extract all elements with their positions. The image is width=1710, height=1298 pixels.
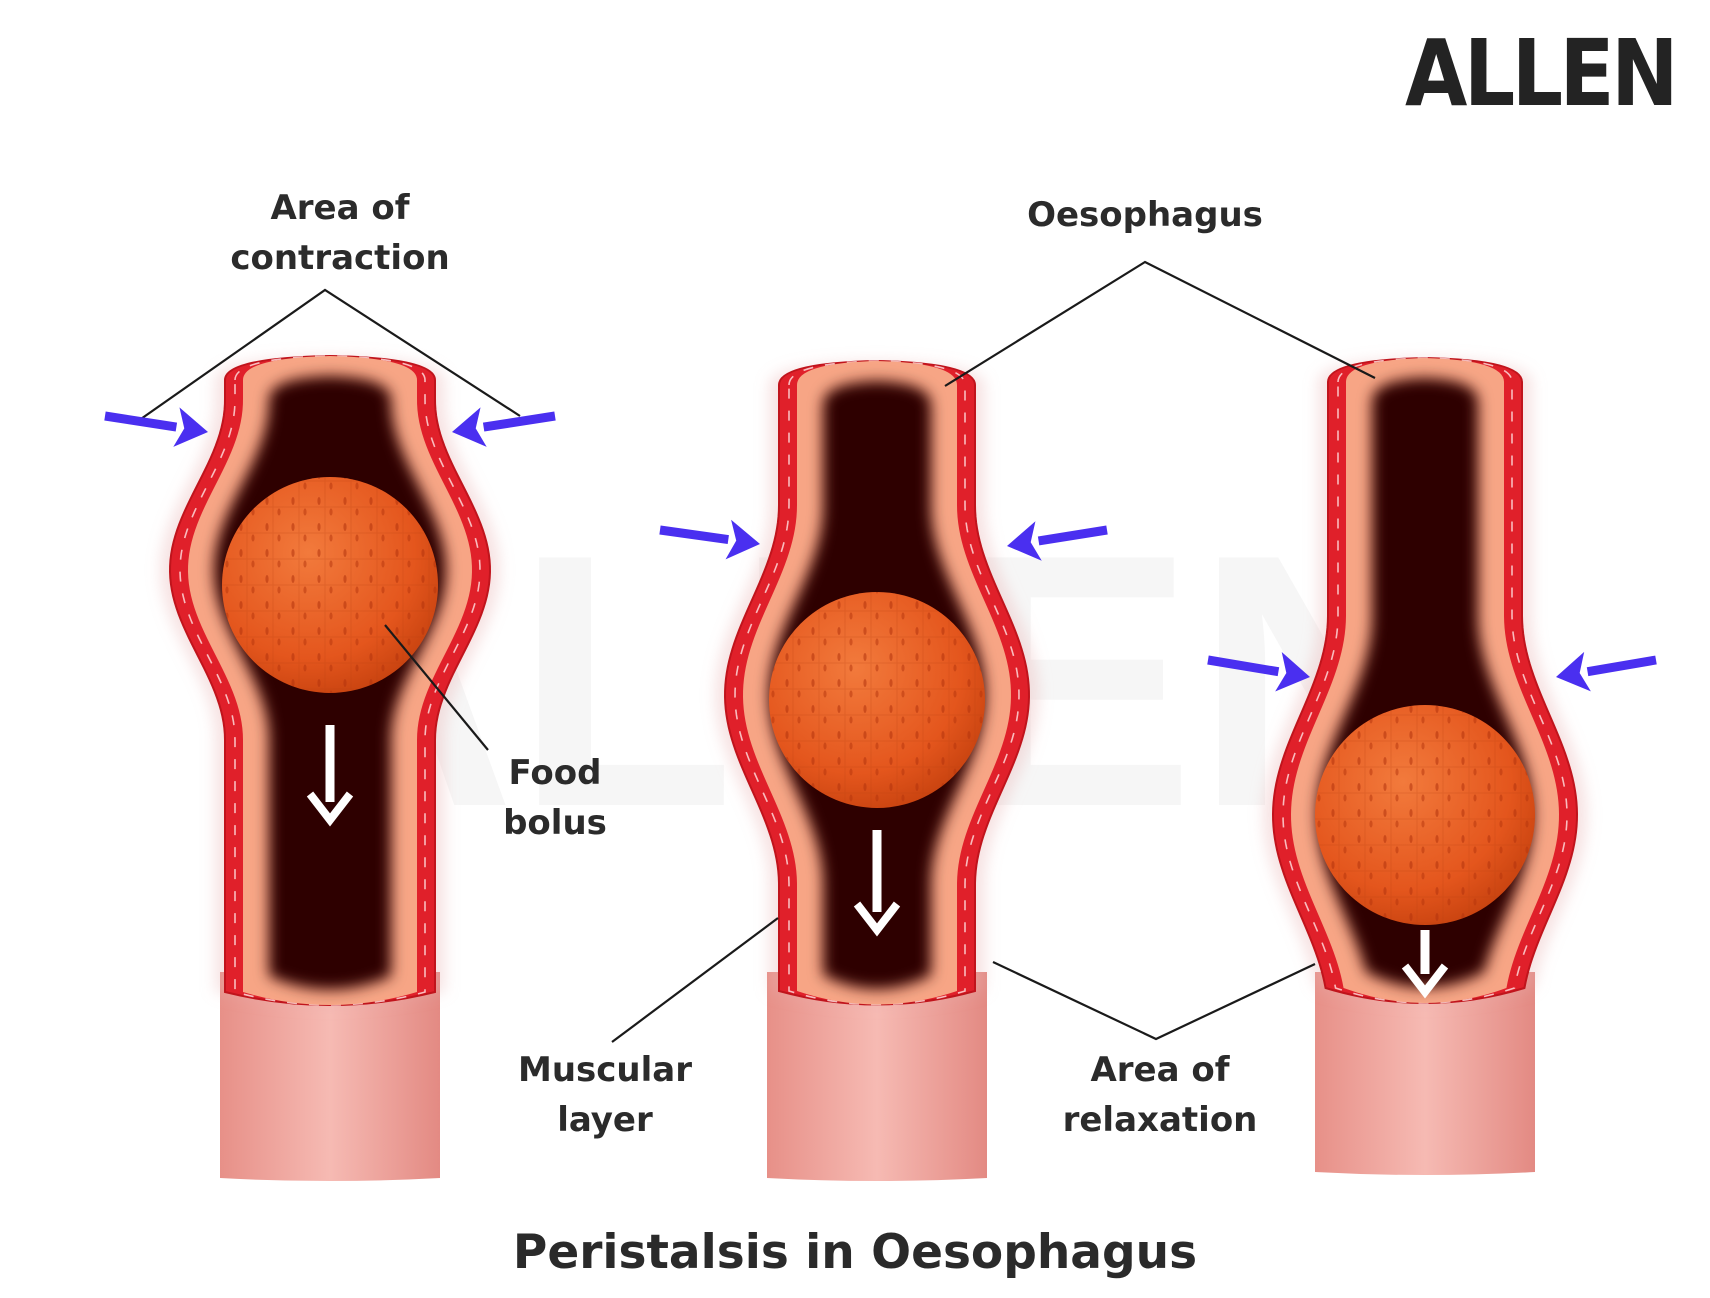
pressure-arrow-2 xyxy=(452,407,556,447)
oesophagus-stages xyxy=(160,354,1587,1181)
relaxation-leader-line xyxy=(992,961,1316,1041)
leader-lines xyxy=(137,260,1376,1043)
muscular-layer-leader-line xyxy=(611,917,779,1043)
oesophagus-stage-3 xyxy=(1263,356,1587,1175)
svg-text:ALLEN: ALLEN xyxy=(1405,25,1675,115)
area-of-relaxation-label: Area of relaxation xyxy=(1062,1050,1258,1140)
allen-logo: ALLEN xyxy=(1405,20,1680,127)
oesophagus-stage-2 xyxy=(715,359,1039,1181)
pressure-arrow-1 xyxy=(104,407,208,447)
lower-oesophagus-tube xyxy=(1315,972,1535,1175)
pressure-arrows xyxy=(104,407,1657,692)
food-bolus-label: Food bolus xyxy=(503,753,607,843)
pressure-arrow-4 xyxy=(1007,521,1108,561)
oesophagus-label: Oesophagus xyxy=(1027,195,1263,235)
lower-oesophagus-tube xyxy=(767,972,987,1181)
area-of-contraction-label: Area of contraction xyxy=(230,188,450,278)
pressure-arrow-6 xyxy=(1556,651,1657,692)
contraction-leader-line xyxy=(137,288,521,422)
muscular-layer-label: Muscular layer xyxy=(517,1050,692,1140)
pressure-arrow-5 xyxy=(1207,652,1310,692)
lower-oesophagus-tube xyxy=(220,972,440,1181)
diagram-title: Peristalsis in Oesophagus xyxy=(512,1225,1198,1280)
oesophagus-leader-line xyxy=(944,260,1376,387)
pressure-arrow-3 xyxy=(659,519,760,560)
food-bolus-leader-line xyxy=(384,624,489,751)
oesophagus-stage-1 xyxy=(160,354,500,1181)
